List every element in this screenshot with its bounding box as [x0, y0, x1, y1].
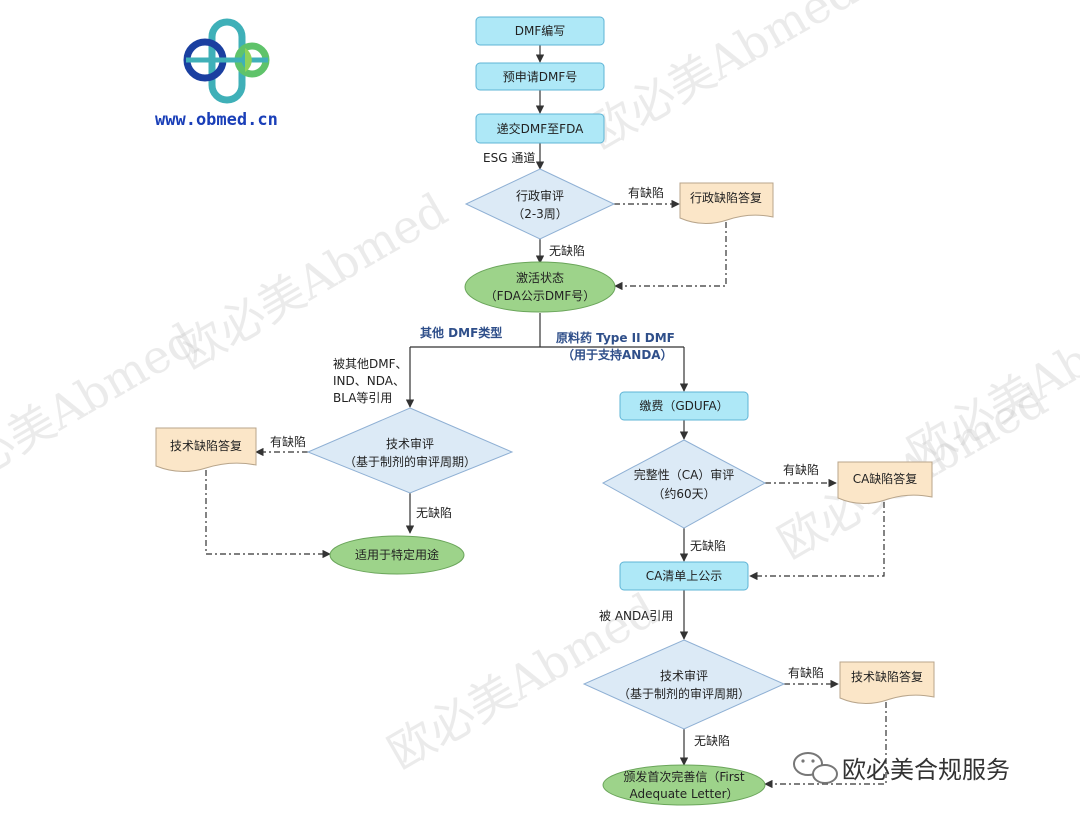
- logo-url: www.obmed.cn: [155, 110, 278, 130]
- decision-admin-review: 行政审评 （2-3周）: [464, 168, 616, 240]
- svg-text:被 ANDA引用: 被 ANDA引用: [599, 609, 673, 623]
- svg-text:适用于特定用途: 适用于特定用途: [355, 547, 439, 562]
- svg-text:DMF编写: DMF编写: [515, 23, 566, 38]
- svg-text:被其他DMF、: 被其他DMF、: [333, 357, 408, 371]
- svg-text:CA缺陷答复: CA缺陷答复: [853, 471, 918, 486]
- svg-text:（2-3周）: （2-3周）: [512, 207, 568, 221]
- svg-text:行政审评: 行政审评: [516, 188, 564, 203]
- svg-text:（用于支持ANDA）: （用于支持ANDA）: [562, 347, 673, 362]
- svg-text:欧必美Abmed: 欧必美Abmed: [579, 0, 867, 160]
- edge-labels: ESG 通道 有缺陷 无缺陷 其他 DMF类型 原料药 Type II DMF …: [270, 151, 824, 748]
- decision-tech-review-right: 技术审评 （基于制剂的审评周期）: [582, 639, 786, 730]
- svg-text:颁发首次完善信（First: 颁发首次完善信（First: [623, 769, 745, 784]
- svg-text:（约60天）: （约60天）: [652, 486, 715, 501]
- dashed-connectors: [205, 199, 887, 789]
- terminal-active-status: 激活状态 （FDA公示DMF号）: [464, 261, 616, 313]
- terminal-specific-use: 适用于特定用途: [329, 535, 465, 575]
- svg-text:有缺陷: 有缺陷: [788, 665, 824, 680]
- svg-text:（基于制剂的审评周期）: （基于制剂的审评周期）: [344, 454, 476, 469]
- svg-text:CA清单上公示: CA清单上公示: [646, 569, 723, 583]
- svg-text:无缺陷: 无缺陷: [549, 243, 585, 258]
- svg-text:激活状态: 激活状态: [516, 271, 564, 285]
- svg-text:技术缺陷答复: 技术缺陷答复: [851, 669, 923, 684]
- svg-text:IND、NDA、: IND、NDA、: [333, 374, 405, 388]
- svg-text:欧必美Abmed: 欧必美Abmed: [0, 312, 206, 509]
- wechat-icon: [793, 752, 838, 784]
- decision-tech-review-left: 技术审评 （基于制剂的审评周期）: [306, 407, 514, 494]
- svg-text:BLA等引用: BLA等引用: [333, 391, 392, 405]
- svg-text:有缺陷: 有缺陷: [783, 462, 819, 477]
- svg-text:欧必美Abmed: 欧必美Abmed: [169, 182, 457, 379]
- doc-admin-deficiency-reply: 行政缺陷答复: [679, 182, 774, 224]
- svg-text:技术审评: 技术审评: [386, 436, 434, 451]
- wechat-footer: 欧必美合规服务: [793, 752, 1010, 784]
- doc-tech-reply-left: 技术缺陷答复: [155, 427, 257, 472]
- svg-text:Adequate Letter）: Adequate Letter）: [629, 787, 738, 801]
- svg-text:完整性（CA）审评: 完整性（CA）审评: [634, 467, 735, 482]
- svg-text:技术审评: 技术审评: [660, 668, 708, 683]
- doc-ca-deficiency-reply: CA缺陷答复: [837, 461, 933, 504]
- svg-text:（FDA公示DMF号）: （FDA公示DMF号）: [485, 289, 596, 303]
- svg-text:ESG 通道: ESG 通道: [483, 151, 535, 165]
- svg-text:无缺陷: 无缺陷: [416, 505, 452, 520]
- node-submit-fda: 递交DMF至FDA: [475, 113, 605, 144]
- svg-text:有缺陷: 有缺陷: [270, 434, 306, 449]
- node-pre-apply: 预申请DMF号: [475, 62, 605, 91]
- obmed-logo: www.obmed.cn: [155, 18, 278, 130]
- terminal-first-adequate: 颁发首次完善信（First Adequate Letter）: [602, 764, 766, 806]
- node-fee: 缴费（GDUFA）: [619, 391, 749, 421]
- decision-ca-review: 完整性（CA）审评 （约60天）: [601, 439, 767, 529]
- node-ca-list: CA清单上公示: [619, 561, 749, 591]
- connectors: [405, 45, 689, 766]
- svg-text:有缺陷: 有缺陷: [628, 185, 664, 200]
- svg-text:无缺陷: 无缺陷: [690, 538, 726, 553]
- svg-text:缴费（GDUFA）: 缴费（GDUFA）: [639, 398, 728, 413]
- svg-text:行政缺陷答复: 行政缺陷答复: [690, 190, 762, 205]
- doc-tech-reply-right: 技术缺陷答复: [839, 661, 935, 704]
- logo-mark-icon: [183, 18, 270, 104]
- svg-text:（基于制剂的审评周期）: （基于制剂的审评周期）: [618, 686, 750, 701]
- svg-text:其他 DMF类型: 其他 DMF类型: [420, 325, 502, 340]
- svg-text:欧必美合规服务: 欧必美合规服务: [842, 756, 1010, 784]
- svg-text:技术缺陷答复: 技术缺陷答复: [170, 438, 242, 453]
- node-dmf-numbering: DMF编写: [475, 16, 605, 46]
- svg-text:预申请DMF号: 预申请DMF号: [503, 70, 578, 84]
- svg-text:无缺陷: 无缺陷: [694, 733, 730, 748]
- svg-text:递交DMF至FDA: 递交DMF至FDA: [497, 121, 584, 136]
- svg-text:原料药 Type II DMF: 原料药 Type II DMF: [556, 330, 675, 345]
